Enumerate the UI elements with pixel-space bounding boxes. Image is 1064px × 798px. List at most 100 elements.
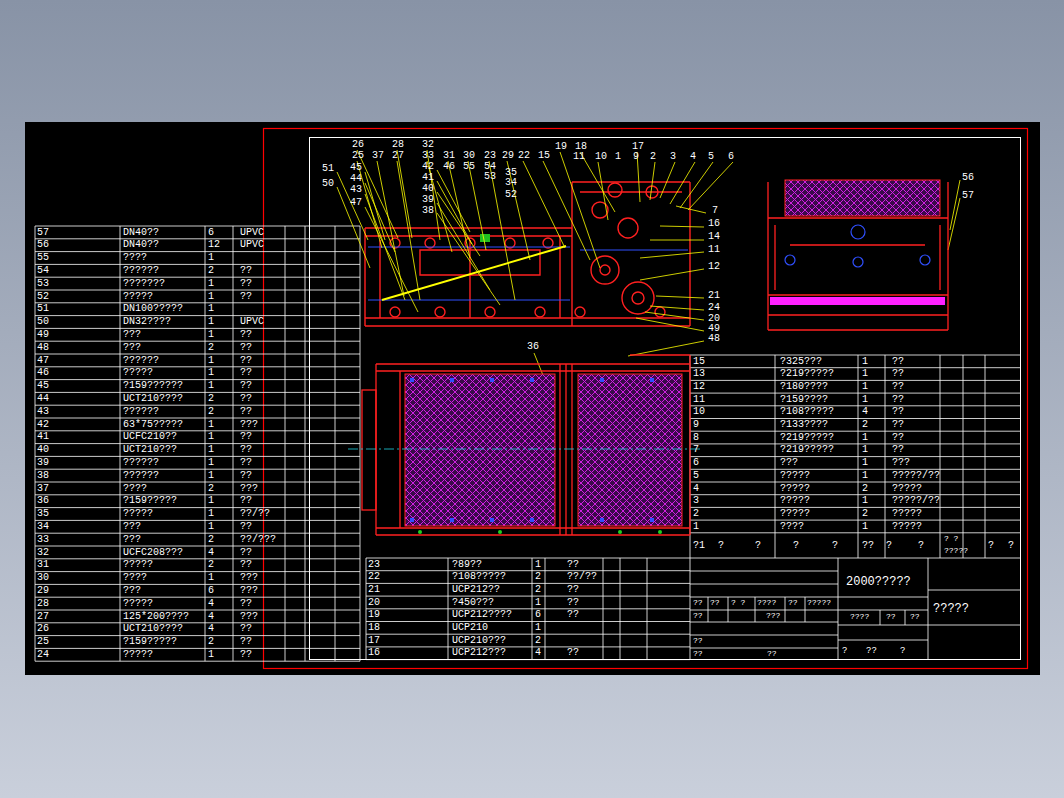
table-cell: 1 [208, 496, 214, 506]
drawing-path [337, 172, 370, 268]
table-cell: ?? [240, 292, 252, 302]
table-cell: 4 [208, 548, 214, 558]
table-rule [35, 238, 360, 239]
table-cell: ?? [567, 598, 579, 608]
table-rule [285, 226, 286, 661]
table-rule [690, 635, 838, 636]
table-cell: 2 [862, 484, 868, 494]
drawing-rect [25, 122, 1040, 675]
table-cell: ?? [892, 433, 904, 443]
title-block-text: ???? [850, 613, 869, 621]
table-cell: ??? [123, 586, 141, 596]
table-cell: 1 [862, 471, 868, 481]
callout-number: 43 [350, 185, 362, 195]
table-rule [690, 443, 1020, 444]
table-cell: ????? [892, 522, 922, 532]
table-cell: 1 [862, 357, 868, 367]
table-cell: ????? [780, 471, 810, 481]
table-cell: 31 [37, 560, 49, 570]
table-cell: 1 [208, 445, 214, 455]
table-cell: 21 [368, 585, 380, 595]
callout-number: 15 [538, 151, 550, 161]
drawing-g [410, 378, 654, 522]
table-cell: 8 [693, 433, 699, 443]
table-cell: ?? [240, 343, 252, 353]
drawing-circle [575, 307, 585, 317]
table-cell: ?? [892, 357, 904, 367]
drawing-path [365, 170, 500, 312]
table-cell: ?? [567, 560, 579, 570]
table-rule [690, 507, 1020, 508]
table-cell: ?? [240, 599, 252, 609]
table-rule [785, 597, 786, 622]
table-cell: ????? [123, 509, 153, 519]
table-rule [35, 456, 360, 457]
table-cell: ?????? [123, 471, 159, 481]
table-rule [35, 533, 360, 534]
callout-number: 35 [505, 168, 517, 178]
drawing-circle [655, 307, 665, 317]
table-cell: 1 [208, 420, 214, 430]
table-cell: ?? [240, 381, 252, 391]
table-rule [35, 379, 360, 380]
table-rule [905, 610, 906, 625]
drawing-rect [785, 180, 940, 216]
table-cell: ??? [240, 420, 258, 430]
table-cell: ?? [567, 585, 579, 595]
drawing-g [785, 225, 930, 267]
table-rule [690, 584, 838, 585]
table-cell: DN40?? [123, 228, 159, 238]
table-cell: 44 [37, 394, 49, 404]
table-cell: 1 [208, 368, 214, 378]
table-cell: ?? [240, 445, 252, 455]
drawing-rect [264, 129, 1028, 669]
table-cell: 1 [208, 432, 214, 442]
table-rule [35, 469, 360, 470]
callout-number: 27 [392, 151, 404, 161]
table-cell: ?? [240, 394, 252, 404]
table-cell: 2 [208, 343, 214, 353]
table-cell: 55 [37, 253, 49, 263]
table-cell: ???? [780, 522, 804, 532]
table-cell: 1 [208, 304, 214, 314]
drawing-rect [310, 138, 1021, 660]
table-rule [708, 597, 709, 622]
table-cell: 2 [208, 535, 214, 545]
table-cell: 36 [37, 496, 49, 506]
table-cell: 10 [693, 407, 705, 417]
table-header: ? [918, 541, 924, 551]
table-cell: ?108????? [780, 407, 834, 417]
drawing-rect [650, 518, 654, 522]
table-rule [35, 494, 360, 495]
title-block-text: 2000????? [846, 576, 911, 588]
callout-number: 32 [422, 140, 434, 150]
callout-number: 41 [422, 173, 434, 183]
table-rule [366, 646, 690, 647]
title-block-text: ????? [933, 603, 969, 615]
table-cell: ?? [240, 407, 252, 417]
table-cell: 19 [368, 610, 380, 620]
table-cell: DN40?? [123, 240, 159, 250]
table-rule [366, 583, 690, 584]
table-cell: 51 [37, 304, 49, 314]
table-rule [838, 625, 928, 626]
signature-cell: ?? [788, 599, 798, 607]
table-cell: 12 [208, 240, 220, 250]
table-rule [366, 621, 690, 622]
table-rule [690, 597, 838, 598]
table-cell: 26 [37, 624, 49, 634]
table-cell: ????? [892, 509, 922, 519]
table-cell: ?? [240, 522, 252, 532]
table-rule [690, 571, 838, 572]
table-cell: ?? [892, 407, 904, 417]
table-cell: 49 [37, 330, 49, 340]
drawing-path [357, 150, 733, 300]
table-cell: ???? [123, 253, 147, 263]
table-cell: 20 [368, 598, 380, 608]
table-cell: ??/??? [240, 535, 276, 545]
table-cell: 40 [37, 445, 49, 455]
table-cell: 1 [862, 522, 868, 532]
drawing-rect [578, 374, 682, 526]
drawing-path [348, 449, 702, 450]
table-cell: 4 [693, 484, 699, 494]
